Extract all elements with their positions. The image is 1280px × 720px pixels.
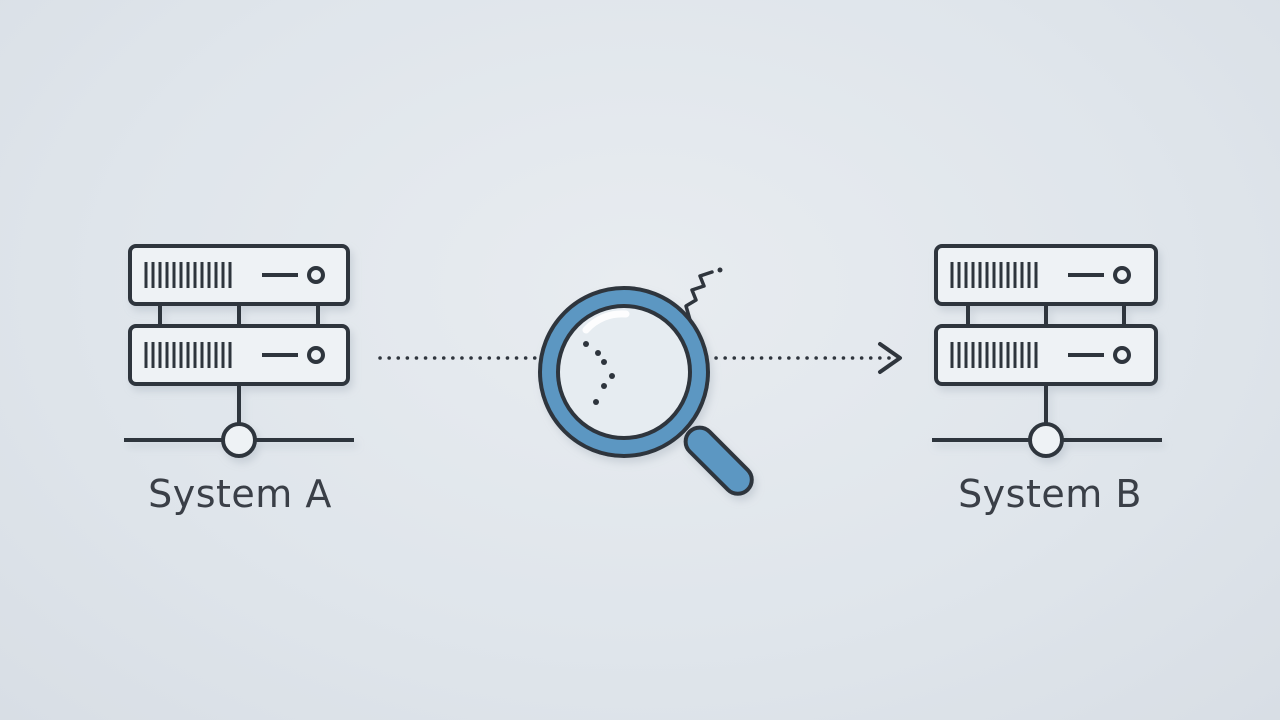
server-a-icon (124, 244, 354, 458)
server-b-icon (932, 244, 1162, 458)
spark-dot (717, 267, 723, 273)
spark-squiggle-icon (684, 270, 714, 322)
arrowhead-icon (878, 342, 902, 374)
system-b-label: System B (958, 472, 1142, 516)
system-a-label: System A (148, 472, 332, 516)
magnifying-glass-icon (538, 286, 754, 496)
